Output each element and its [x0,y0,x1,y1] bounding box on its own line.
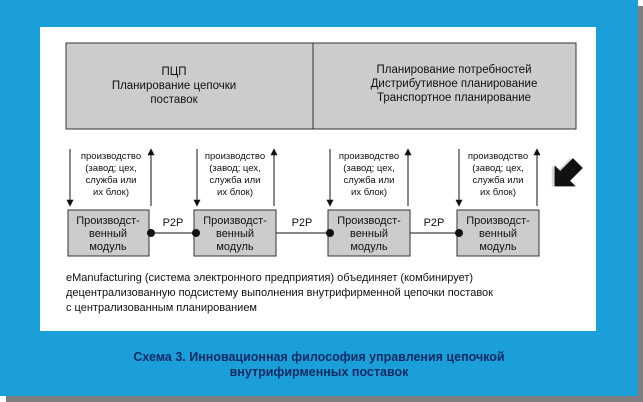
svg-text:модуль: модуль [479,241,517,253]
svg-text:Производст-: Производст- [337,215,401,227]
description-line-2: децентрализованную подсистему выполнения… [66,287,493,299]
module-label-3: Производст- венный модуль [337,215,401,253]
module-box-3 [327,209,411,257]
svg-text:служба или: служба или [210,175,261,186]
diagram-panel: ПЦП Планирование цепочки поставок Планир… [40,27,596,331]
svg-text:производство: производство [339,151,399,162]
arrows-group-2 [193,148,278,207]
svg-text:Производст-: Производст- [466,215,530,227]
arrows-group-1 [66,148,155,207]
module-box-4 [456,209,540,257]
connector-dot-3 [326,229,334,237]
svg-text:венный: венный [216,228,254,240]
planning-left-line-2: Планирование цепочки [112,80,236,92]
module-label-4: Производст- венный модуль [466,215,530,253]
svg-text:модуль: модуль [216,241,254,253]
svg-text:венный: венный [89,228,127,240]
frame-shadow-right [638,6,643,402]
diagonal-arrow-icon [551,158,583,187]
svg-text:(завод; цех,: (завод; цех, [343,163,394,174]
p2p-label-1: P2P [163,217,184,229]
svg-text:служба или: служба или [86,175,137,186]
svg-text:Производст-: Производст- [76,215,140,227]
svg-text:их блок): их блок) [351,187,387,198]
svg-text:(завод; цех,: (завод; цех, [85,163,136,174]
arrows-group-4 [455,148,541,207]
planning-left-line-3: поставок [150,94,198,106]
module-label-2: Производст- венный модуль [203,215,267,253]
svg-text:(завод; цех,: (завод; цех, [472,163,523,174]
module-box-1 [67,209,150,257]
module-label-1: Производст- венный модуль [76,215,140,253]
svg-text:производство: производство [81,151,141,162]
flow-diagram: ПЦП Планирование цепочки поставок Планир… [65,42,583,314]
frame-shadow-bottom [6,396,643,402]
svg-text:венный: венный [350,228,388,240]
description-line-3: с централизованным планированием [66,302,257,314]
arrow-label-3: производство (завод; цех, служба или их … [339,151,399,198]
svg-text:служба или: служба или [344,175,395,186]
planning-right-line-1: Планирование потребностей [376,64,531,76]
svg-text:их блок): их блок) [217,187,253,198]
description-line-1: eManufacturing (система электронного пре… [66,272,473,284]
svg-text:их блок): их блок) [480,187,516,198]
svg-text:производство: производство [205,151,265,162]
arrow-label-2: производство (завод; цех, служба или их … [205,151,265,198]
figure-caption: Схема 3. Инновационная философия управле… [0,350,638,380]
caption-line-1: Схема 3. Инновационная философия управле… [133,350,505,364]
connector-dot-1 [147,229,155,237]
svg-text:производство: производство [468,151,528,162]
svg-text:Производст-: Производст- [203,215,267,227]
arrows-group-3 [326,148,412,207]
svg-text:модуль: модуль [89,241,127,253]
connector-dot-4 [455,229,463,237]
planning-right-line-2: Дистрибутивное планирование [371,78,538,90]
arrow-label-4: производство (завод; цех, служба или их … [468,151,528,198]
svg-text:венный: венный [479,228,517,240]
p2p-label-2: P2P [292,217,313,229]
svg-text:служба или: служба или [473,175,524,186]
module-box-2 [193,209,277,257]
arrow-label-1: производство (завод; цех, служба или их … [81,151,141,198]
planning-box-right [312,42,577,130]
connector-dot-2 [192,229,200,237]
planning-box-left [65,42,314,130]
planning-left-line-1: ПЦП [161,66,186,78]
caption-line-2: внутрифирменных поставок [229,365,409,379]
svg-text:(завод; цех,: (завод; цех, [209,163,260,174]
planning-right-line-3: Транспортное планирование [377,92,531,104]
svg-text:их блок): их блок) [93,187,129,198]
p2p-label-3: P2P [424,217,445,229]
svg-text:модуль: модуль [350,241,388,253]
